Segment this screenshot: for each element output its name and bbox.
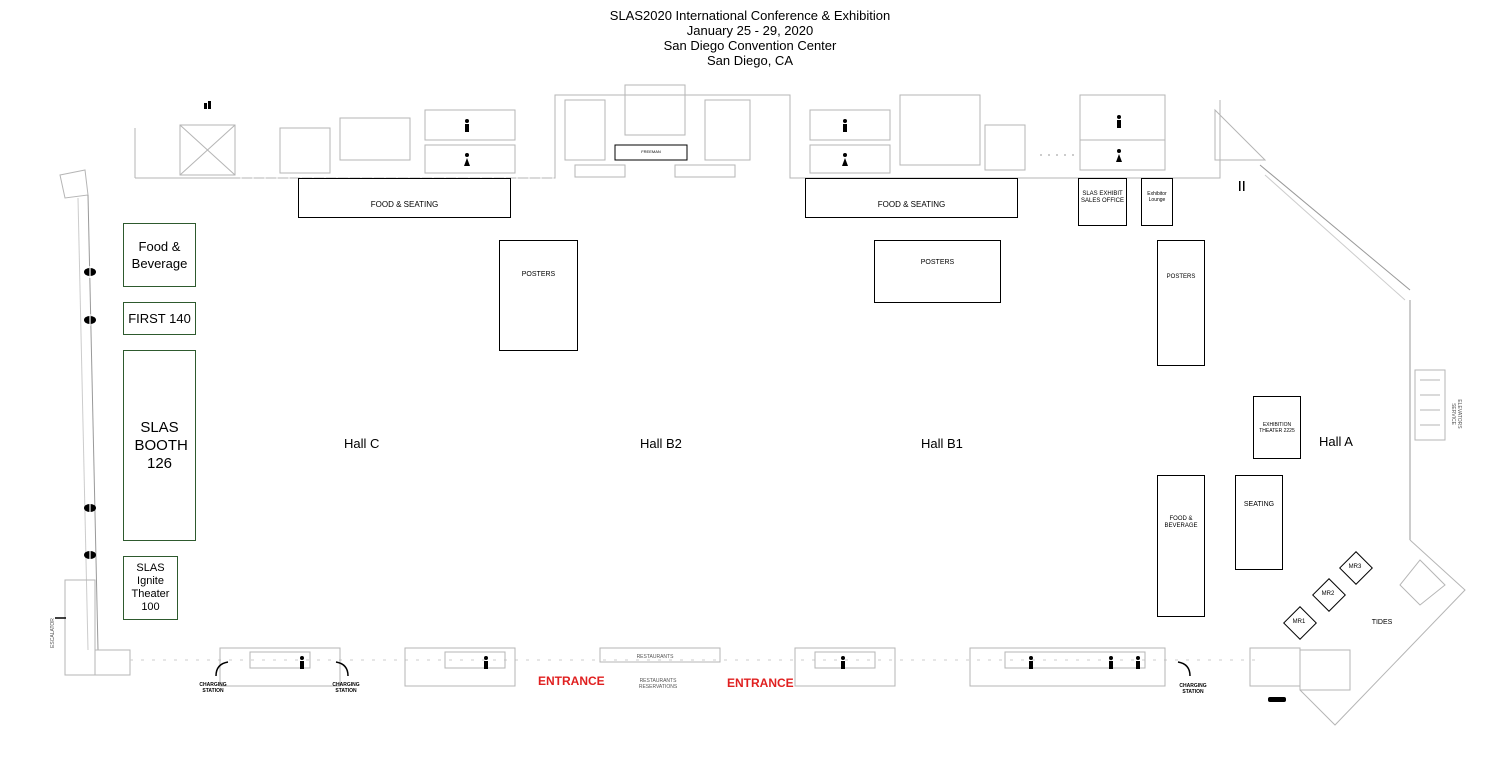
tides-label: TIDES [1371, 619, 1393, 626]
sales-office-label: SLAS EXHIBIT SALES OFFICE [1080, 191, 1124, 204]
hall-a-label: Hall A [1319, 434, 1353, 449]
charging-station-3: CHARGING STATION [1179, 683, 1207, 695]
restaurants-reservations-label: RESTAURANTS RESERVATIONS [638, 678, 678, 690]
charging-station-2: CHARGING STATION [332, 682, 360, 694]
exhibitor-lounge-label: Exhibitor Lounge [1147, 191, 1167, 203]
seating-hall-a[interactable]: SEATING [1235, 475, 1283, 570]
food-seating-hall-c[interactable]: FOOD & SEATING [298, 178, 511, 218]
posters-label: POSTERS [521, 271, 556, 278]
posters-hall-b2[interactable]: POSTERS [499, 240, 578, 351]
mr2-label: MR2 [1321, 591, 1335, 597]
map-dates: January 25 - 29, 2020 [686, 23, 814, 38]
posters-hall-a[interactable]: POSTERS [1157, 240, 1205, 366]
first-booth[interactable]: FIRST 140 [123, 302, 196, 335]
escalator-label: ESCALATOR [50, 618, 56, 648]
exhibition-theater[interactable]: EXHIBITION THEATER 2225 [1253, 396, 1301, 459]
food-seating-hall-b1[interactable]: FOOD & SEATING [805, 178, 1018, 218]
slas-booth-label: SLAS BOOTH 126 [134, 418, 188, 472]
elevators-service-label: ELEVATORS SERVICE [1450, 399, 1462, 429]
map-city: San Diego, CA [707, 53, 793, 68]
mr3-label: MR3 [1348, 564, 1362, 570]
hall-b2-label: Hall B2 [640, 436, 682, 451]
mr1-label: MR1 [1292, 619, 1306, 625]
freeman-label: FREEMAN [641, 149, 661, 154]
exhibitor-lounge[interactable]: Exhibitor Lounge [1141, 178, 1173, 226]
slas-exhibit-sales-office[interactable]: SLAS EXHIBIT SALES OFFICE [1078, 178, 1127, 226]
exhibition-theater-label: EXHIBITION THEATER 2225 [1259, 421, 1295, 434]
hall-c-label: Hall C [344, 436, 380, 451]
map-title: SLAS2020 International Conference & Exhi… [609, 8, 891, 23]
restaurants-label: RESTAURANTS [636, 654, 674, 660]
posters-hall-b1[interactable]: POSTERS [874, 240, 1001, 303]
food-beverage-area[interactable]: Food & Beverage [123, 223, 196, 287]
food-seating-label: FOOD & SEATING [877, 199, 946, 209]
ignite-theater-label: SLAS Ignite Theater 100 [131, 562, 170, 613]
slas-booth[interactable]: SLAS BOOTH 126 [123, 350, 196, 541]
posters-label: POSTERS [920, 259, 955, 266]
food-beverage-hall-a[interactable]: FOOD & BEVERAGE [1157, 475, 1205, 617]
seating-label: SEATING [1243, 501, 1275, 508]
posters-label: POSTERS [1166, 274, 1196, 280]
food-beverage-label: FOOD & BEVERAGE [1164, 516, 1198, 529]
entrance-left[interactable]: ENTRANCE [538, 674, 605, 688]
food-beverage-label: Food & Beverage [131, 239, 188, 271]
first-booth-label: FIRST 140 [128, 311, 191, 326]
hall-b1-label: Hall B1 [921, 436, 963, 451]
slas-ignite-theater[interactable]: SLAS Ignite Theater 100 [123, 556, 178, 620]
entrance-right[interactable]: ENTRANCE [727, 676, 794, 690]
food-seating-label: FOOD & SEATING [370, 199, 439, 209]
map-venue: San Diego Convention Center [663, 38, 837, 53]
charging-station-1: CHARGING STATION [199, 682, 227, 694]
